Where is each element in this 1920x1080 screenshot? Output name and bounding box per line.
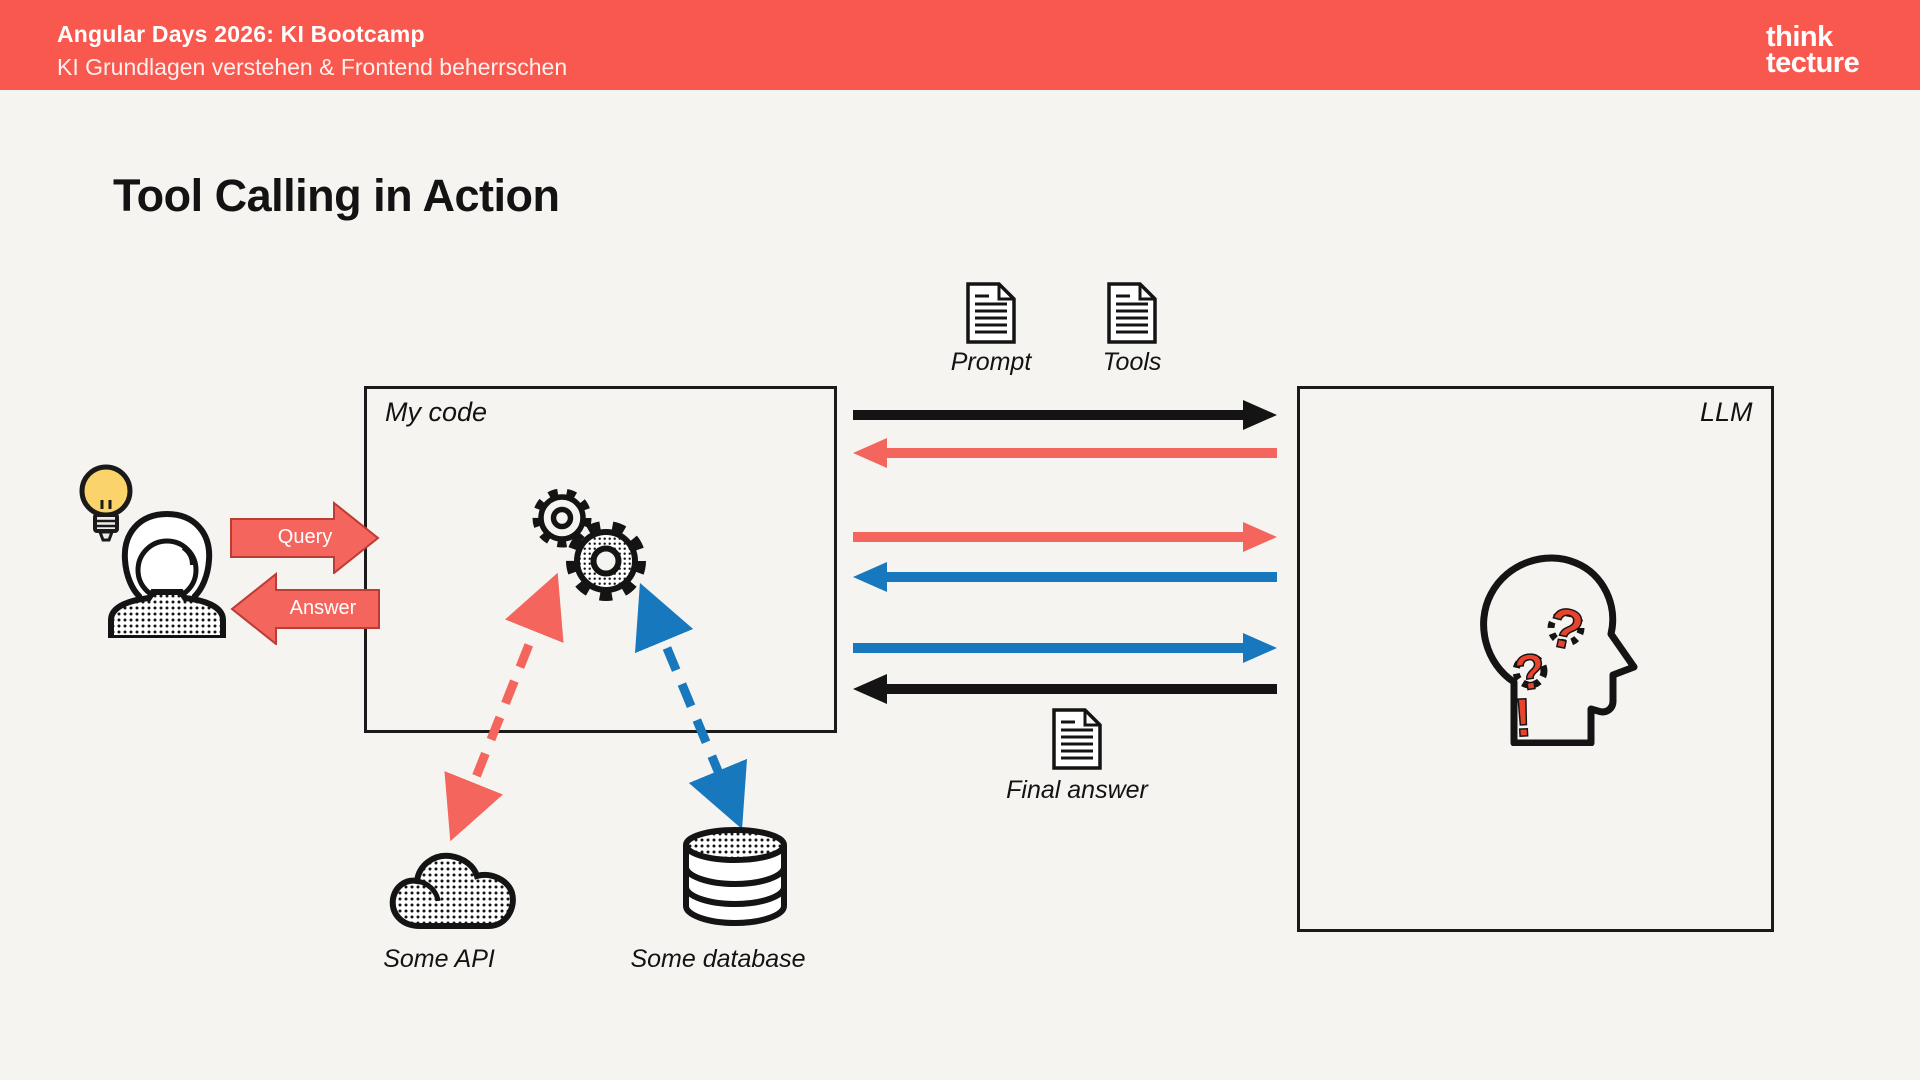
page-title: Tool Calling in Action (113, 170, 560, 221)
cloud-icon (389, 852, 516, 929)
tools-label: Tools (1102, 348, 1162, 376)
tools-document-icon (1107, 282, 1157, 344)
exclamation-glyph: ! (1513, 688, 1534, 746)
question-mark-glyph: ? (1511, 642, 1549, 702)
final-answer-document-icon (1052, 708, 1102, 770)
lightbulb-icon (79, 464, 133, 542)
header-title: Angular Days 2026: KI Bootcamp (57, 21, 425, 47)
llm-box-label: LLM (1700, 397, 1753, 427)
some-api-label: Some API (383, 945, 495, 973)
prompt-document-icon (966, 282, 1016, 344)
query-arrow-label: Query (277, 526, 333, 548)
message-arrow-4-blue-left (853, 562, 1277, 592)
mini-gear-icon (1547, 609, 1585, 647)
message-arrow-1-black-right (853, 400, 1277, 430)
llm-box (1297, 386, 1774, 932)
gears-icon (532, 488, 646, 601)
mini-gear-icon (1512, 653, 1548, 689)
header-subtitle: KI Grundlagen verstehen & Frontend beher… (57, 54, 568, 80)
database-icon (683, 827, 787, 927)
message-arrow-5-blue-right (853, 633, 1277, 663)
my-code-box-label: My code (385, 397, 488, 427)
message-arrow-3-red-right (853, 522, 1277, 552)
answer-arrow (230, 572, 380, 645)
header-bar: Angular Days 2026: KI Bootcamp KI Grundl… (0, 0, 1920, 90)
my-code-box (364, 386, 837, 733)
thinktecture-logo: think tecture (1766, 21, 1860, 79)
big-gear (566, 521, 646, 601)
message-arrow-2-red-left (853, 438, 1277, 468)
llm-thinking-head-icon: ? ? ! (1480, 554, 1638, 746)
answer-arrow-label: Answer (289, 597, 357, 619)
user-icon (108, 510, 226, 638)
final-answer-label: Final answer (1006, 776, 1148, 804)
some-database-label: Some database (630, 945, 806, 973)
dashed-arrow-to-database (634, 582, 748, 830)
logo-line1: think (1766, 21, 1833, 53)
dashed-arrow-to-api (444, 572, 564, 842)
small-gear (532, 488, 592, 548)
message-arrow-6-black-left (853, 674, 1277, 704)
logo-line2: tecture (1766, 47, 1860, 79)
prompt-label: Prompt (950, 348, 1032, 376)
query-arrow (230, 501, 380, 574)
